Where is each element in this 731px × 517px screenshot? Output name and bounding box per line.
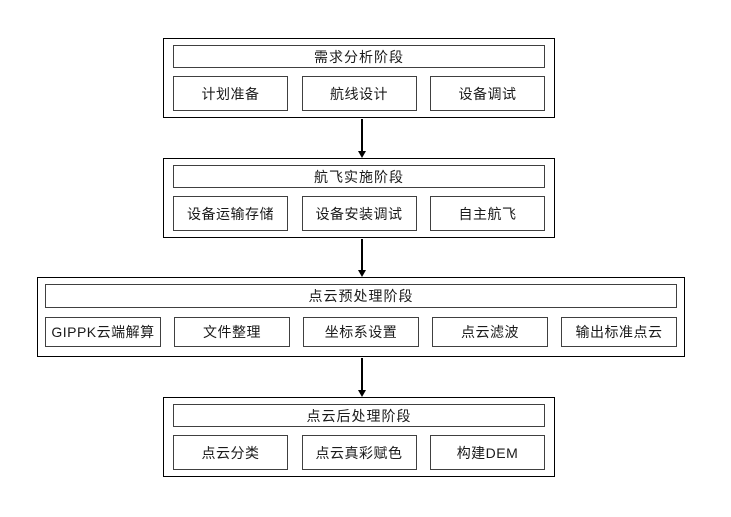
steps-row: 点云分类 点云真彩赋色 构建DEM <box>173 435 545 470</box>
down-arrow <box>358 239 366 277</box>
step-box: 文件整理 <box>174 317 290 347</box>
step-box: 自主航飞 <box>430 196 545 231</box>
step-box: 设备运输存储 <box>173 196 288 231</box>
step-box: GIPPK云端解算 <box>45 317 161 347</box>
step-box: 设备安装调试 <box>301 196 417 231</box>
steps-row: GIPPK云端解算 文件整理 坐标系设置 点云滤波 输出标准点云 <box>45 317 677 347</box>
step-box: 点云真彩赋色 <box>301 435 417 470</box>
arrow-line <box>361 119 363 152</box>
stage-title: 点云预处理阶段 <box>45 284 677 308</box>
down-arrow <box>358 358 366 397</box>
stage-title: 航飞实施阶段 <box>173 165 545 188</box>
stage-flight-implementation: 航飞实施阶段 设备运输存储 设备安装调试 自主航飞 <box>163 158 555 238</box>
stage-title: 需求分析阶段 <box>173 45 545 68</box>
steps-row: 计划准备 航线设计 设备调试 <box>173 76 545 111</box>
stage-title: 点云后处理阶段 <box>173 404 545 427</box>
steps-row: 设备运输存储 设备安装调试 自主航飞 <box>173 196 545 231</box>
arrow-head-icon <box>358 151 366 158</box>
arrow-head-icon <box>358 270 366 277</box>
stage-requirements-analysis: 需求分析阶段 计划准备 航线设计 设备调试 <box>163 38 555 118</box>
arrow-head-icon <box>358 390 366 397</box>
step-box: 点云分类 <box>173 435 288 470</box>
step-box: 计划准备 <box>173 76 288 111</box>
down-arrow <box>358 119 366 158</box>
step-box: 构建DEM <box>430 435 545 470</box>
arrow-line <box>361 358 363 391</box>
step-box: 点云滤波 <box>432 317 548 347</box>
step-box: 设备调试 <box>430 76 545 111</box>
step-box: 航线设计 <box>301 76 417 111</box>
arrow-line <box>361 239 363 271</box>
step-box: 输出标准点云 <box>561 317 677 347</box>
stage-pointcloud-postprocessing: 点云后处理阶段 点云分类 点云真彩赋色 构建DEM <box>163 397 555 477</box>
step-box: 坐标系设置 <box>303 317 419 347</box>
stage-pointcloud-preprocessing: 点云预处理阶段 GIPPK云端解算 文件整理 坐标系设置 点云滤波 输出标准点云 <box>37 277 685 357</box>
